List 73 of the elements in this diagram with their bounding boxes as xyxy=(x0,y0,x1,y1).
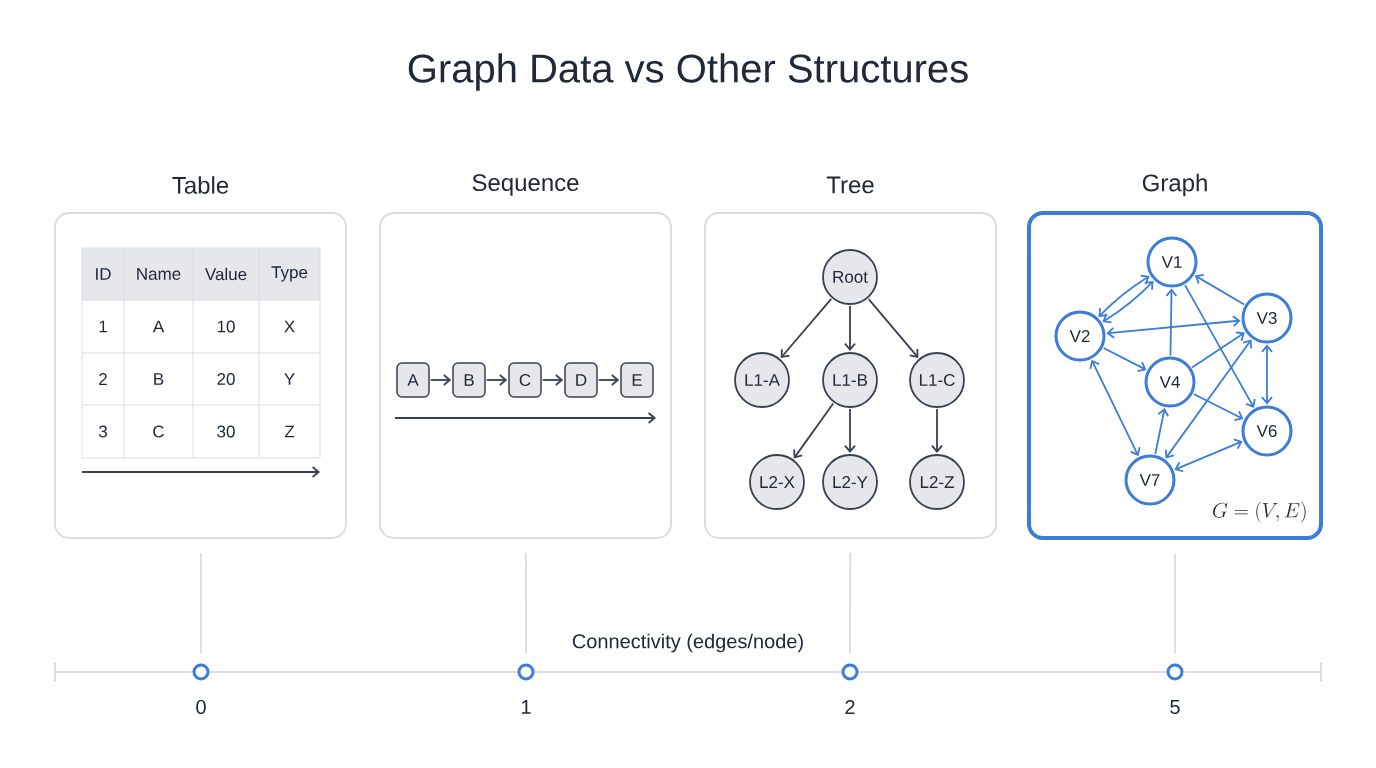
arrow xyxy=(1165,288,1178,357)
vertex: V4 xyxy=(1144,356,1196,408)
arrow xyxy=(597,374,620,386)
arrow xyxy=(1184,284,1256,408)
table-header-cell: Type xyxy=(271,266,308,282)
table-cell: Y xyxy=(284,373,295,385)
arrow xyxy=(1191,331,1245,369)
arrow xyxy=(1098,274,1150,317)
tree-node: L1-B xyxy=(822,352,878,408)
arrow xyxy=(1102,347,1147,372)
arrow xyxy=(1154,407,1169,455)
arrow xyxy=(844,305,856,352)
connector-line xyxy=(1174,553,1176,655)
arrow xyxy=(1089,359,1141,457)
panel-heading: Graph xyxy=(1142,173,1207,197)
arrow xyxy=(541,374,564,386)
table-cell: X xyxy=(284,320,295,333)
connector-line xyxy=(524,552,527,655)
tree-node: Root xyxy=(822,249,878,305)
arrow xyxy=(485,374,508,386)
arrow xyxy=(844,408,856,454)
arrow xyxy=(1261,344,1273,405)
table-cell: Z xyxy=(284,425,295,438)
arrow xyxy=(1164,339,1253,459)
table-header-cell: Value xyxy=(205,267,247,281)
arrow xyxy=(931,408,943,454)
arrow xyxy=(793,402,835,459)
tick-value: 0 xyxy=(196,699,206,715)
table-cell: 20 xyxy=(217,372,235,385)
vertex: V2 xyxy=(1054,310,1106,362)
tree-node: L2-Y xyxy=(822,454,878,510)
sequence-box: E xyxy=(620,362,654,398)
table-cell: 3 xyxy=(98,425,107,438)
sequence-box: C xyxy=(508,362,542,398)
arrow xyxy=(1106,315,1241,339)
axis-label: Connectivity (edges/node) xyxy=(572,633,803,653)
table-cell: 10 xyxy=(217,320,235,333)
table-cell: B xyxy=(154,373,164,385)
tick-value: 5 xyxy=(1170,700,1180,714)
vertex: V1 xyxy=(1146,236,1198,288)
title: Graph Data vs Other Structures xyxy=(408,53,968,91)
tree-node: L1-C xyxy=(909,352,965,408)
sequence-box: D xyxy=(564,362,598,398)
table-cell: C xyxy=(153,425,164,438)
arrow xyxy=(429,374,452,386)
table-cell: 1 xyxy=(99,320,107,333)
vertex: V6 xyxy=(1241,405,1293,457)
panel-heading: Sequence xyxy=(472,174,579,196)
table-header-cell: Name xyxy=(137,268,181,280)
formula: $G=(V,E)$ xyxy=(1213,501,1306,523)
panel-heading: Table xyxy=(172,176,229,194)
tree-node: L2-X xyxy=(749,454,805,510)
vertex: V3 xyxy=(1241,292,1293,344)
arrow xyxy=(780,298,833,358)
table-cell: 30 xyxy=(217,425,235,438)
arrow xyxy=(1194,274,1246,306)
connector-line xyxy=(199,552,202,655)
sequence-box: B xyxy=(452,362,486,398)
table-header-cell: ID xyxy=(96,268,111,280)
connector-line xyxy=(849,552,852,655)
tick-value: 2 xyxy=(845,700,855,714)
arrow xyxy=(1102,281,1154,324)
sequence-box: A xyxy=(396,362,430,398)
panel-heading: Tree xyxy=(826,176,874,194)
tree-node: L1-A xyxy=(734,352,790,408)
tree-node: L2-Z xyxy=(909,454,965,510)
arrow xyxy=(1192,393,1244,422)
vertex: V7 xyxy=(1124,454,1176,506)
table-cell: 2 xyxy=(99,373,107,385)
tick-value: 1 xyxy=(521,700,531,714)
arrow xyxy=(1174,438,1243,473)
arrow xyxy=(867,298,919,358)
table-cell: A xyxy=(152,320,165,333)
